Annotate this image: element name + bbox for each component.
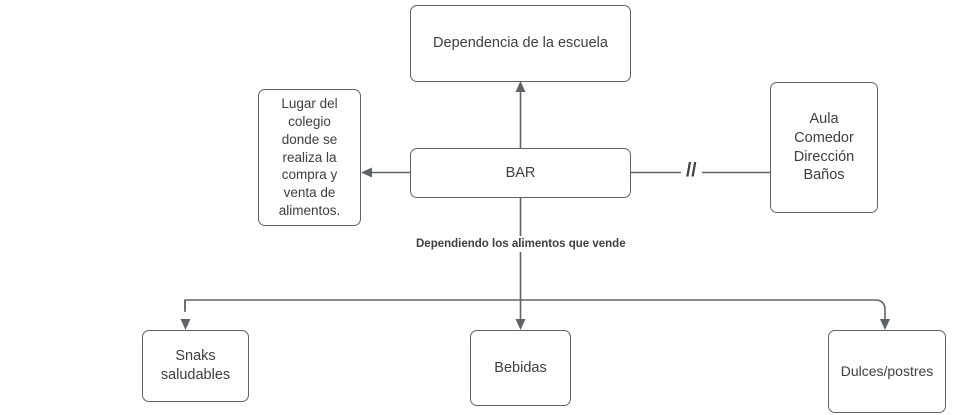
node-dependencia-de-la-escuela[interactable]: Dependencia de la escuela (410, 5, 631, 82)
node-label: Bebidas (494, 359, 547, 376)
node-snaks-saludables[interactable]: Snaks saludables (142, 330, 249, 402)
edge-bar-to-dependencia (515, 81, 526, 148)
edge-caption-dependiendo-alimentos: Dependiendo los alimentos que vende (412, 236, 630, 252)
edge-bar-to-lugar (361, 167, 410, 178)
node-label: Dulces/postres (840, 362, 934, 379)
node-label: Lugar del colegio donde se realiza la co… (278, 95, 341, 219)
line-break-icon: // (681, 161, 702, 180)
node-aula-comedor-direccion-banos[interactable]: Aula Comedor Dirección Baños (770, 82, 878, 213)
node-label: Dependencia de la escuela (433, 35, 608, 52)
node-lugar-del-colegio[interactable]: Lugar del colegio donde se realiza la co… (258, 89, 361, 226)
node-label: Snaks saludables (160, 348, 231, 383)
node-bar[interactable]: BAR (410, 148, 631, 198)
node-bebidas[interactable]: Bebidas (470, 330, 571, 406)
node-label: Aula Comedor Dirección Baños (793, 111, 855, 184)
node-dulces-postres[interactable]: Dulces/postres (828, 330, 946, 413)
node-label: BAR (505, 164, 536, 181)
